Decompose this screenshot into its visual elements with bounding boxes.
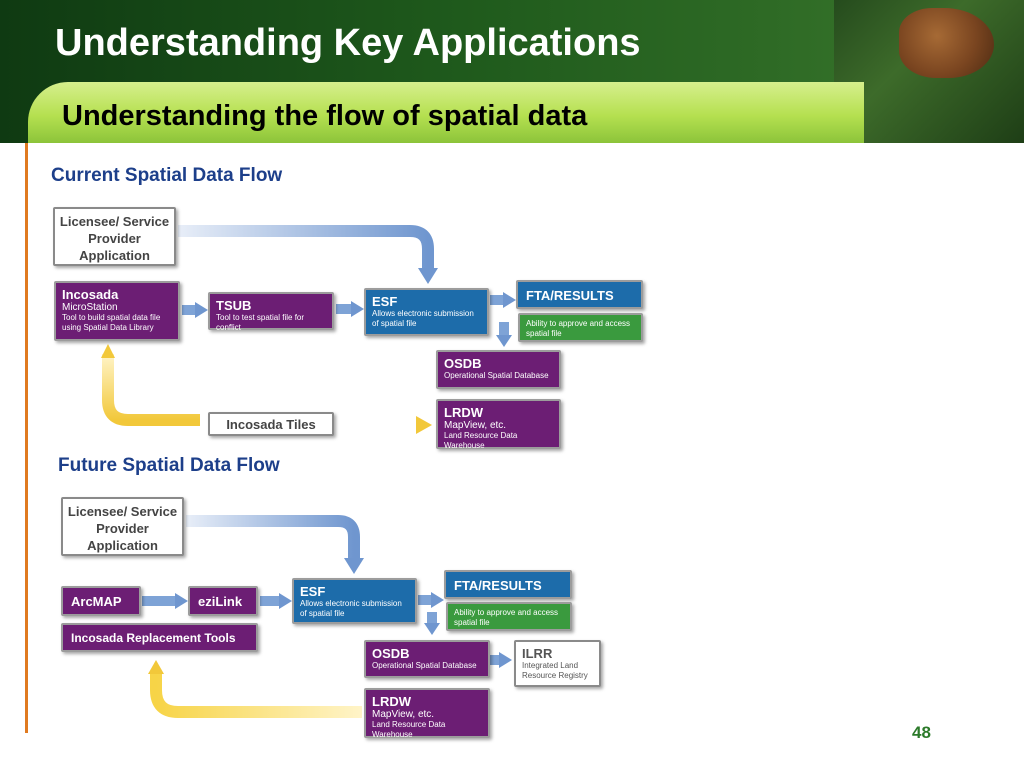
arrow-head: [279, 593, 292, 609]
ezilink-title: eziLink: [198, 594, 243, 609]
arrow-head: [351, 301, 364, 317]
page-subtitle: Understanding the flow of spatial data: [62, 100, 588, 132]
arrow-future-licensee-to-esf: [186, 515, 360, 560]
arrow-lrdw-to-replacement: [150, 672, 362, 718]
future-fta-results-desc-box: Ability to approve and access spatial fi…: [446, 602, 572, 631]
arrow-head: [148, 660, 164, 674]
page-title: Understanding Key Applications: [55, 22, 641, 64]
future-lrdw-title: LRDW: [372, 694, 411, 709]
arrow-head: [418, 268, 438, 284]
fta-results-desc: Ability to approve and access spatial fi…: [526, 319, 631, 338]
arrow-head: [503, 292, 516, 308]
future-esf-box: ESF Allows electronic submission of spat…: [292, 578, 417, 624]
future-flow-title: Future Spatial Data Flow: [58, 455, 280, 476]
incosada-line1: MicroStation: [62, 302, 118, 313]
pinecone-icon: [899, 8, 994, 78]
osdb-desc: Operational Spatial Database: [444, 371, 549, 380]
esf-box: ESF Allows electronic submission of spat…: [364, 288, 489, 336]
incosada-box: Incosada MicroStation Tool to build spat…: [54, 281, 180, 341]
arcmap-title: ArcMAP: [71, 594, 122, 609]
arrow-head: [431, 592, 444, 608]
future-lrdw-box: LRDW MapView, etc. Land Resource Data Wa…: [364, 688, 490, 739]
arrow-head: [101, 344, 115, 358]
future-osdb-title: OSDB: [372, 646, 410, 661]
future-fta-results-title: FTA/RESULTS: [454, 578, 542, 593]
future-osdb-desc: Operational Spatial Database: [372, 661, 477, 670]
ilrr-desc: Integrated Land Resource Registry: [522, 661, 588, 680]
lrdw-title: LRDW: [444, 405, 483, 420]
fta-results-box: FTA/RESULTS: [516, 280, 643, 309]
tsub-box: TSUB Tool to test spatial file for confl…: [208, 292, 334, 332]
future-esf-desc: Allows electronic submission of spatial …: [300, 599, 402, 618]
ilrr-box: ILRR Integrated Land Resource Registry: [514, 640, 601, 687]
arrow-incosada-to-tiles: [102, 354, 200, 426]
future-esf-title: ESF: [300, 584, 326, 599]
subtitle-bar: [28, 82, 864, 143]
arcmap-box: ArcMAP: [61, 586, 141, 616]
incosada-replacement-title: Incosada Replacement Tools: [71, 631, 236, 645]
arrow-head: [424, 623, 440, 635]
future-osdb-box: OSDB Operational Spatial Database: [364, 640, 490, 678]
arrow-head: [496, 335, 512, 347]
arrow-head: [416, 416, 432, 434]
incosada-replacement-box: Incosada Replacement Tools: [61, 623, 258, 652]
ezilink-box: eziLink: [188, 586, 258, 616]
future-lrdw-desc: Land Resource Data Warehouse: [372, 720, 446, 739]
arrow-head: [175, 593, 188, 609]
lrdw-line1: MapView, etc.: [444, 420, 507, 431]
incosada-title: Incosada: [62, 287, 119, 302]
fta-results-title: FTA/RESULTS: [526, 288, 614, 303]
arrow-head: [499, 652, 512, 668]
incosada-tiles-box: Incosada Tiles: [208, 412, 334, 436]
future-lrdw-line1: MapView, etc.: [372, 709, 435, 720]
current-flow-title: Current Spatial Data Flow: [51, 165, 283, 186]
osdb-box: OSDB Operational Spatial Database: [436, 350, 561, 389]
lrdw-box: LRDW MapView, etc. Land Resource Data Wa…: [436, 399, 561, 450]
arrow-head: [344, 558, 364, 574]
licensee-box: Licensee/ Service Provider Application: [53, 207, 176, 266]
ilrr-title: ILRR: [522, 646, 553, 661]
fta-results-desc-box: Ability to approve and access spatial fi…: [518, 313, 643, 342]
future-fta-results-box: FTA/RESULTS: [444, 570, 572, 599]
esf-desc: Allows electronic submission of spatial …: [372, 309, 474, 328]
slide-number: 48: [912, 723, 931, 742]
future-fta-results-desc: Ability to approve and access spatial fi…: [454, 608, 559, 627]
arrow-head: [195, 302, 208, 318]
future-licensee-box: Licensee/ Service Provider Application: [61, 497, 184, 556]
osdb-title: OSDB: [444, 356, 482, 371]
tsub-desc: Tool to test spatial file for conflict: [216, 313, 305, 332]
arrow-licensee-to-esf: [178, 225, 434, 270]
lrdw-desc: Land Resource Data Warehouse: [444, 431, 518, 450]
tsub-title: TSUB: [216, 298, 252, 313]
pine-branch-image: [834, 0, 1024, 143]
esf-title: ESF: [372, 294, 398, 309]
left-accent-rule: [25, 143, 28, 733]
incosada-desc: Tool to build spatial data file using Sp…: [62, 313, 161, 332]
